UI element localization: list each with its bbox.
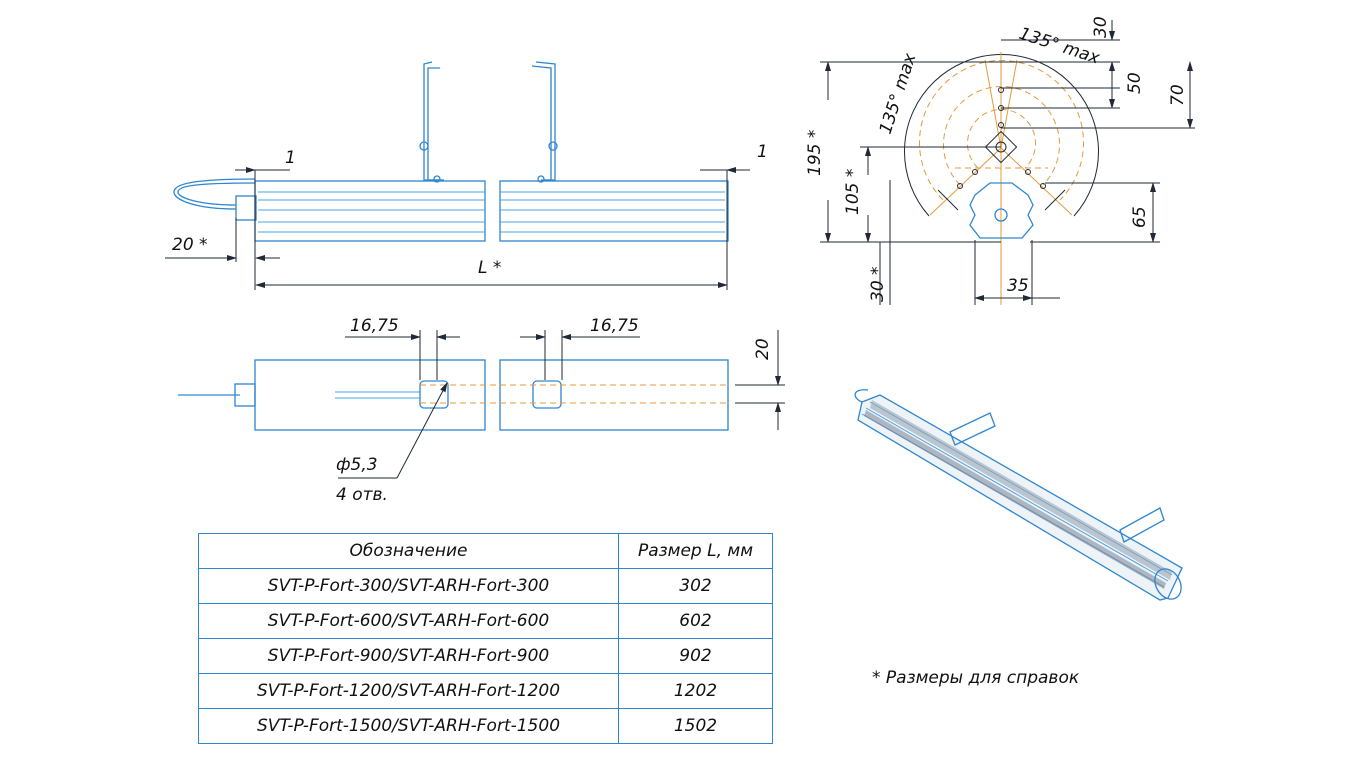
table-row: SVT-P-Fort-600/SVT-ARH-Fort-600 602 bbox=[198, 603, 773, 639]
table-cell-designation: SVT-P-Fort-1200/SVT-ARH-Fort-1200 bbox=[198, 673, 619, 709]
housing-right-segment bbox=[499, 180, 729, 242]
dim-right-hole: 16,75 bbox=[590, 316, 639, 336]
end-view: 135° max 135° max 30 50 70 195 * 105 * 6… bbox=[805, 16, 1195, 305]
table-header-designation: Обозначение bbox=[198, 533, 619, 569]
table-cell-designation: SVT-P-Fort-1500/SVT-ARH-Fort-1500 bbox=[198, 708, 619, 744]
dim-right-gap: 1 bbox=[757, 142, 768, 162]
cable bbox=[177, 182, 256, 206]
cable-gland bbox=[235, 195, 257, 221]
luminaire-profile bbox=[969, 182, 1034, 239]
dim-30-top: 30 bbox=[1091, 16, 1111, 38]
top-view: 16,75 16,75 20 ф5,3 4 отв. bbox=[178, 316, 785, 505]
dim-left-hole: 16,75 bbox=[350, 316, 399, 336]
dim-left-gap: 1 bbox=[285, 148, 296, 168]
table-cell-designation: SVT-P-Fort-900/SVT-ARH-Fort-900 bbox=[198, 638, 619, 674]
table-cell-size: 302 bbox=[618, 568, 773, 604]
mount-hole-right bbox=[532, 380, 562, 409]
dim-65: 65 bbox=[1130, 206, 1150, 228]
housing-left-segment bbox=[254, 180, 486, 242]
bracket-right bbox=[535, 61, 556, 181]
spec-table: Обозначение Размер L, мм SVT-P-Fort-300/… bbox=[198, 533, 773, 744]
reference-note: * Размеры для справок bbox=[872, 668, 1080, 688]
iso-cable bbox=[854, 389, 869, 403]
table-cell-designation: SVT-P-Fort-300/SVT-ARH-Fort-300 bbox=[198, 568, 619, 604]
pivot bbox=[984, 130, 1018, 164]
dim-105: 105 * bbox=[843, 169, 863, 215]
bracket-left bbox=[423, 61, 440, 181]
table-row: SVT-P-Fort-1200/SVT-ARH-Fort-1200 1202 bbox=[198, 673, 773, 709]
table-row: SVT-P-Fort-900/SVT-ARH-Fort-900 902 bbox=[198, 638, 773, 674]
table-header-row: Обозначение Размер L, мм bbox=[198, 533, 773, 569]
hole-diameter: ф5,3 bbox=[336, 455, 378, 475]
table-row: SVT-P-Fort-300/SVT-ARH-Fort-300 302 bbox=[198, 568, 773, 604]
table-row: SVT-P-Fort-1500/SVT-ARH-Fort-1500 1502 bbox=[198, 708, 773, 744]
dim-angle-left: 135° max bbox=[876, 50, 921, 136]
hole-count: 4 отв. bbox=[336, 485, 388, 505]
table-cell-size: 602 bbox=[618, 603, 773, 639]
table-header-size: Размер L, мм bbox=[618, 533, 773, 569]
table-cell-size: 1502 bbox=[618, 708, 773, 744]
dim-50: 50 bbox=[1125, 72, 1145, 94]
iso-bracket-left bbox=[949, 412, 996, 446]
dim-70: 70 bbox=[1168, 84, 1188, 106]
table-cell-size: 902 bbox=[618, 638, 773, 674]
dim-height: 20 bbox=[753, 338, 773, 360]
dim-cable: 20 * bbox=[172, 235, 208, 255]
table-cell-designation: SVT-P-Fort-600/SVT-ARH-Fort-600 bbox=[198, 603, 619, 639]
iso-bracket-right bbox=[1119, 507, 1165, 543]
table-cell-size: 1202 bbox=[618, 673, 773, 709]
isometric-view bbox=[854, 389, 1183, 601]
housing-top-right bbox=[499, 359, 729, 431]
dim-length: L * bbox=[478, 258, 501, 278]
dim-195: 195 * bbox=[805, 130, 825, 176]
dim-35: 35 bbox=[1007, 276, 1029, 296]
housing-top-left bbox=[254, 359, 486, 431]
front-view: 1 1 20 * L * bbox=[165, 61, 768, 290]
dim-30-bottom: 30 * bbox=[868, 266, 888, 302]
